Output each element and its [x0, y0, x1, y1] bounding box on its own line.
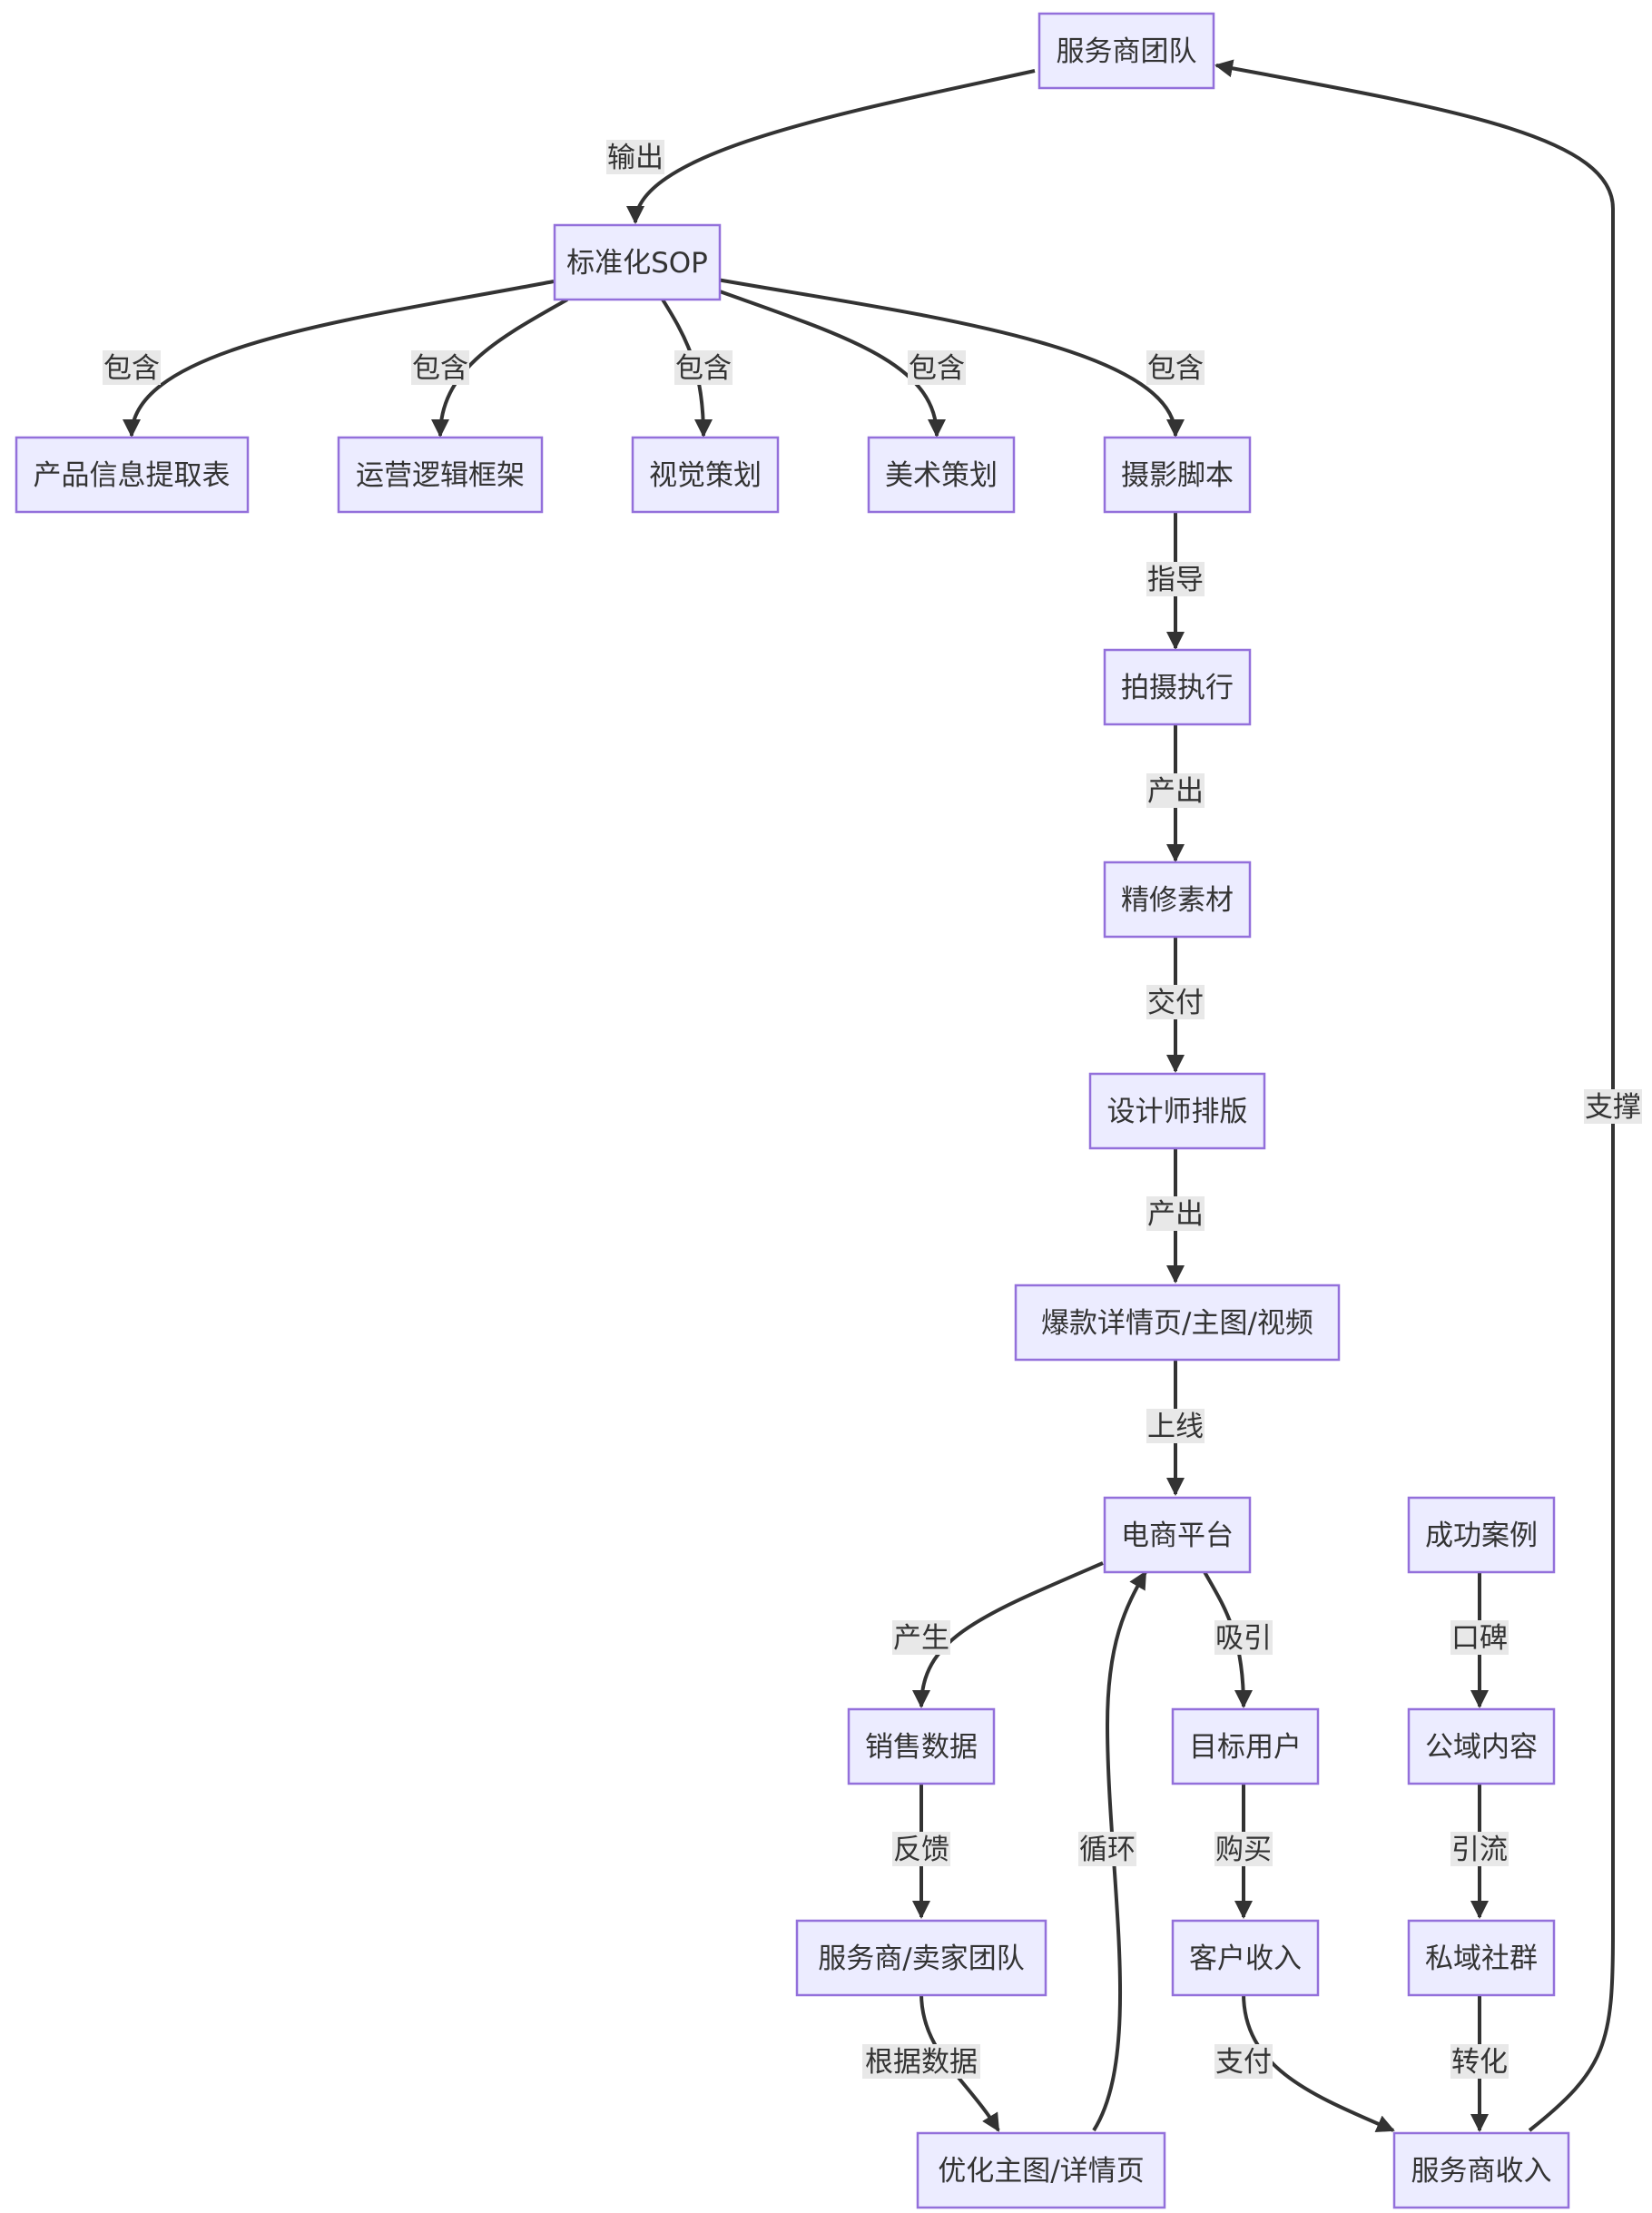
svg-text:优化主图/详情页: 优化主图/详情页 [938, 2155, 1144, 2188]
svg-text:公域内容: 公域内容 [1425, 1731, 1538, 1764]
edge-label-buy: 购买 [1214, 1832, 1273, 1866]
node-visual-plan[interactable]: 视觉策划 [631, 436, 780, 514]
node-designer[interactable]: 设计师排版 [1088, 1072, 1266, 1150]
svg-text:标准化SOP: 标准化SOP [566, 247, 708, 280]
edge-label-launch: 上线 [1146, 1409, 1205, 1443]
edge-label-feedback: 反馈 [892, 1832, 950, 1866]
svg-text:客户收入: 客户收入 [1189, 1943, 1302, 1975]
svg-text:私域社群: 私域社群 [1425, 1943, 1538, 1975]
edge-label-guide: 指导 [1146, 562, 1205, 596]
svg-text:包含: 包含 [675, 352, 732, 385]
svg-text:销售数据: 销售数据 [865, 1731, 978, 1764]
svg-text:包含: 包含 [909, 352, 965, 385]
svg-text:交付: 交付 [1147, 987, 1204, 1019]
svg-text:产品信息提取表: 产品信息提取表 [34, 459, 231, 492]
node-ops-logic[interactable]: 运营逻辑框架 [337, 436, 544, 514]
svg-text:引流: 引流 [1451, 1834, 1508, 1866]
node-retouch[interactable]: 精修素材 [1103, 861, 1252, 939]
node-team[interactable]: 服务商团队 [1037, 12, 1215, 90]
svg-text:产生: 产生 [893, 1622, 949, 1655]
svg-text:电商平台: 电商平台 [1121, 1520, 1234, 1552]
svg-text:包含: 包含 [412, 352, 468, 385]
edge-team-to-sop [626, 69, 1036, 224]
edge-label-output: 输出 [606, 140, 664, 174]
svg-text:支撑: 支撑 [1585, 1091, 1641, 1124]
svg-text:运营逻辑框架: 运营逻辑框架 [356, 459, 525, 492]
edge-label-contains-2: 包含 [411, 350, 469, 385]
edge-label-generate: 产生 [892, 1620, 950, 1655]
nodes: 服务商团队 标准化SOP 产品信息提取表 运营逻辑框架 视觉策划 美术策划 摄影… [15, 12, 1570, 2209]
edge-label-contains-4: 包含 [908, 350, 966, 385]
svg-text:循环: 循环 [1079, 1834, 1136, 1866]
edge-label-loop: 循环 [1078, 1832, 1136, 1866]
svg-text:购买: 购买 [1215, 1834, 1272, 1866]
svg-text:吸引: 吸引 [1215, 1622, 1272, 1655]
svg-text:成功案例: 成功案例 [1425, 1520, 1538, 1552]
edge-label-produce-2: 产出 [1146, 1196, 1205, 1231]
node-hit-pages[interactable]: 爆款详情页/主图/视频 [1014, 1284, 1341, 1362]
edge-label-attract: 吸引 [1214, 1620, 1273, 1655]
edge-provider-revenue-to-team [1214, 59, 1615, 2132]
edge-optimize-to-ecommerce [1092, 1570, 1147, 2132]
edge-labels: 输出 包含 包含 包含 包含 包含 指导 产出 交付 产出 上线 产生 吸引 口… [103, 140, 1642, 2079]
svg-text:服务商团队: 服务商团队 [1057, 35, 1197, 68]
node-seller-team[interactable]: 服务商/卖家团队 [795, 1919, 1047, 1997]
svg-text:美术策划: 美术策划 [885, 459, 998, 492]
edge-sop-to-ops-logic [431, 298, 568, 438]
edge-label-deliver: 交付 [1146, 985, 1205, 1019]
svg-text:产出: 产出 [1147, 1198, 1204, 1231]
node-sales-data[interactable]: 销售数据 [847, 1707, 996, 1785]
svg-text:转化: 转化 [1451, 2046, 1508, 2079]
node-customer-revenue[interactable]: 客户收入 [1171, 1919, 1320, 1997]
svg-text:口碑: 口碑 [1451, 1622, 1508, 1655]
node-shooting[interactable]: 拍摄执行 [1103, 648, 1252, 726]
svg-text:精修素材: 精修素材 [1121, 884, 1234, 917]
svg-text:服务商收入: 服务商收入 [1411, 2155, 1552, 2188]
node-public-content[interactable]: 公域内容 [1407, 1707, 1556, 1785]
edge-label-by-data: 根据数据 [862, 2044, 980, 2079]
edge-label-pay: 支付 [1214, 2044, 1273, 2079]
node-provider-revenue[interactable]: 服务商收入 [1392, 2131, 1570, 2209]
node-optimize[interactable]: 优化主图/详情页 [916, 2131, 1166, 2209]
node-ecommerce[interactable]: 电商平台 [1103, 1496, 1252, 1574]
svg-text:目标用户: 目标用户 [1189, 1731, 1302, 1764]
edge-label-word-of-mouth: 口碑 [1450, 1620, 1509, 1655]
node-success-cases[interactable]: 成功案例 [1407, 1496, 1556, 1574]
svg-text:反馈: 反馈 [893, 1834, 949, 1866]
edge-customer-revenue-to-provider-revenue [1242, 1992, 1395, 2132]
edge-label-convert: 转化 [1450, 2044, 1509, 2079]
edge-label-contains-1: 包含 [103, 350, 161, 385]
svg-text:包含: 包含 [1147, 352, 1204, 385]
node-art-plan[interactable]: 美术策划 [867, 436, 1016, 514]
svg-text:摄影脚本: 摄影脚本 [1121, 459, 1234, 492]
svg-text:爆款详情页/主图/视频: 爆款详情页/主图/视频 [1041, 1307, 1313, 1340]
svg-text:支付: 支付 [1215, 2046, 1272, 2079]
edge-label-contains-5: 包含 [1146, 350, 1205, 385]
edge-label-support: 支撑 [1584, 1089, 1642, 1124]
svg-text:拍摄执行: 拍摄执行 [1121, 672, 1234, 704]
node-product-info[interactable]: 产品信息提取表 [15, 436, 250, 514]
edge-ecommerce-to-sales-data [912, 1561, 1104, 1708]
edge-sop-to-product-info [123, 280, 555, 438]
svg-text:服务商/卖家团队: 服务商/卖家团队 [818, 1943, 1024, 1975]
edge-sop-to-photo-script [716, 278, 1185, 438]
node-photo-script[interactable]: 摄影脚本 [1103, 436, 1252, 514]
svg-text:输出: 输出 [607, 142, 664, 174]
edge-label-contains-3: 包含 [674, 350, 733, 385]
edge-label-drive-traffic: 引流 [1450, 1832, 1509, 1866]
svg-text:根据数据: 根据数据 [865, 2046, 978, 2079]
node-private-group[interactable]: 私域社群 [1407, 1919, 1556, 1997]
svg-text:视觉策划: 视觉策划 [649, 459, 762, 492]
svg-text:指导: 指导 [1147, 564, 1204, 596]
node-sop[interactable]: 标准化SOP [553, 223, 722, 301]
svg-text:包含: 包含 [103, 352, 160, 385]
svg-text:设计师排版: 设计师排版 [1107, 1096, 1248, 1128]
node-target-users[interactable]: 目标用户 [1171, 1707, 1320, 1785]
edges [123, 59, 1615, 2132]
edge-label-produce-1: 产出 [1146, 773, 1205, 808]
edge-sop-to-art-plan [716, 289, 946, 438]
svg-text:产出: 产出 [1147, 775, 1204, 808]
svg-text:上线: 上线 [1147, 1411, 1204, 1443]
